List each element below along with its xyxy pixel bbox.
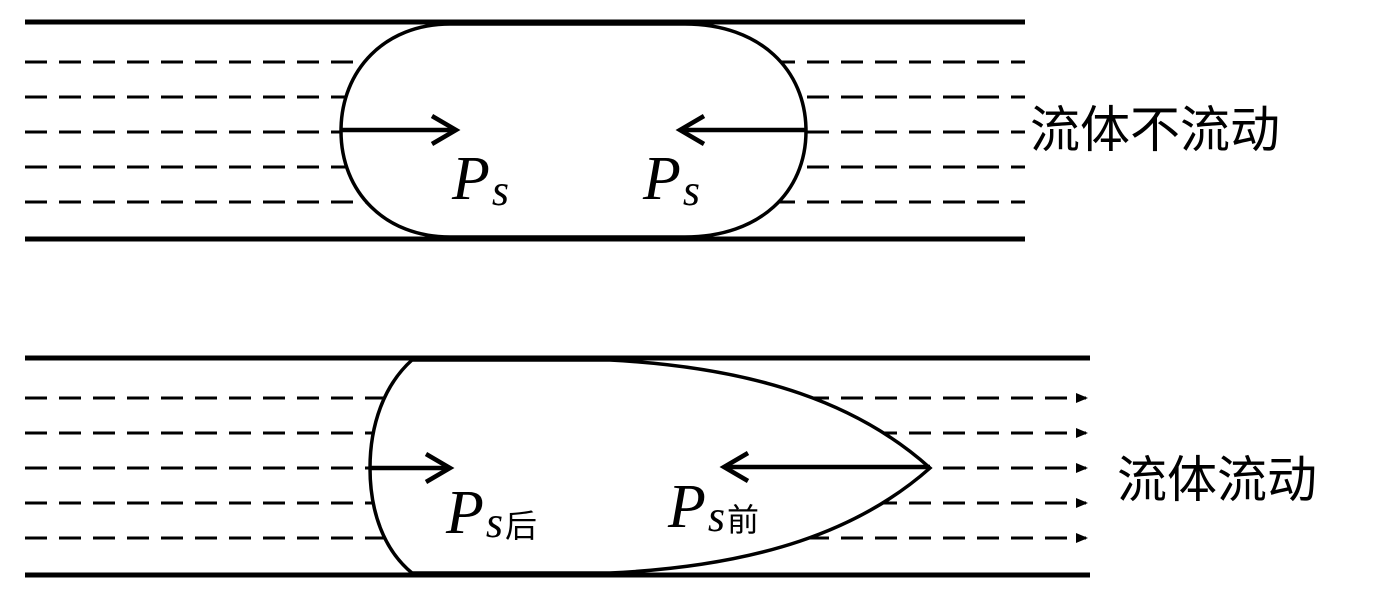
no-flow-label: 流体不流动 (1030, 101, 1280, 159)
bottom-right-pressure-arrow (719, 451, 930, 483)
panel-no-flow: Ps Ps 流体不流动 (25, 19, 1280, 242)
top-left-pressure-arrow (341, 114, 461, 146)
top-right-pressure-label: Ps (642, 145, 700, 215)
top-bubble (339, 22, 808, 239)
bottom-bubble (368, 358, 933, 575)
top-left-pressure-label: Ps (451, 145, 509, 215)
flow-label: 流体流动 (1117, 451, 1317, 509)
panel-flow: Ps后 Ps前 流体流动 (25, 355, 1317, 578)
bottom-left-pressure-label: Ps后 (445, 479, 537, 547)
top-streamlines (25, 60, 1025, 204)
bottom-left-pressure-arrow (370, 452, 455, 484)
bottom-right-pressure-label: Ps前 (667, 473, 759, 541)
top-right-pressure-arrow (675, 114, 806, 146)
